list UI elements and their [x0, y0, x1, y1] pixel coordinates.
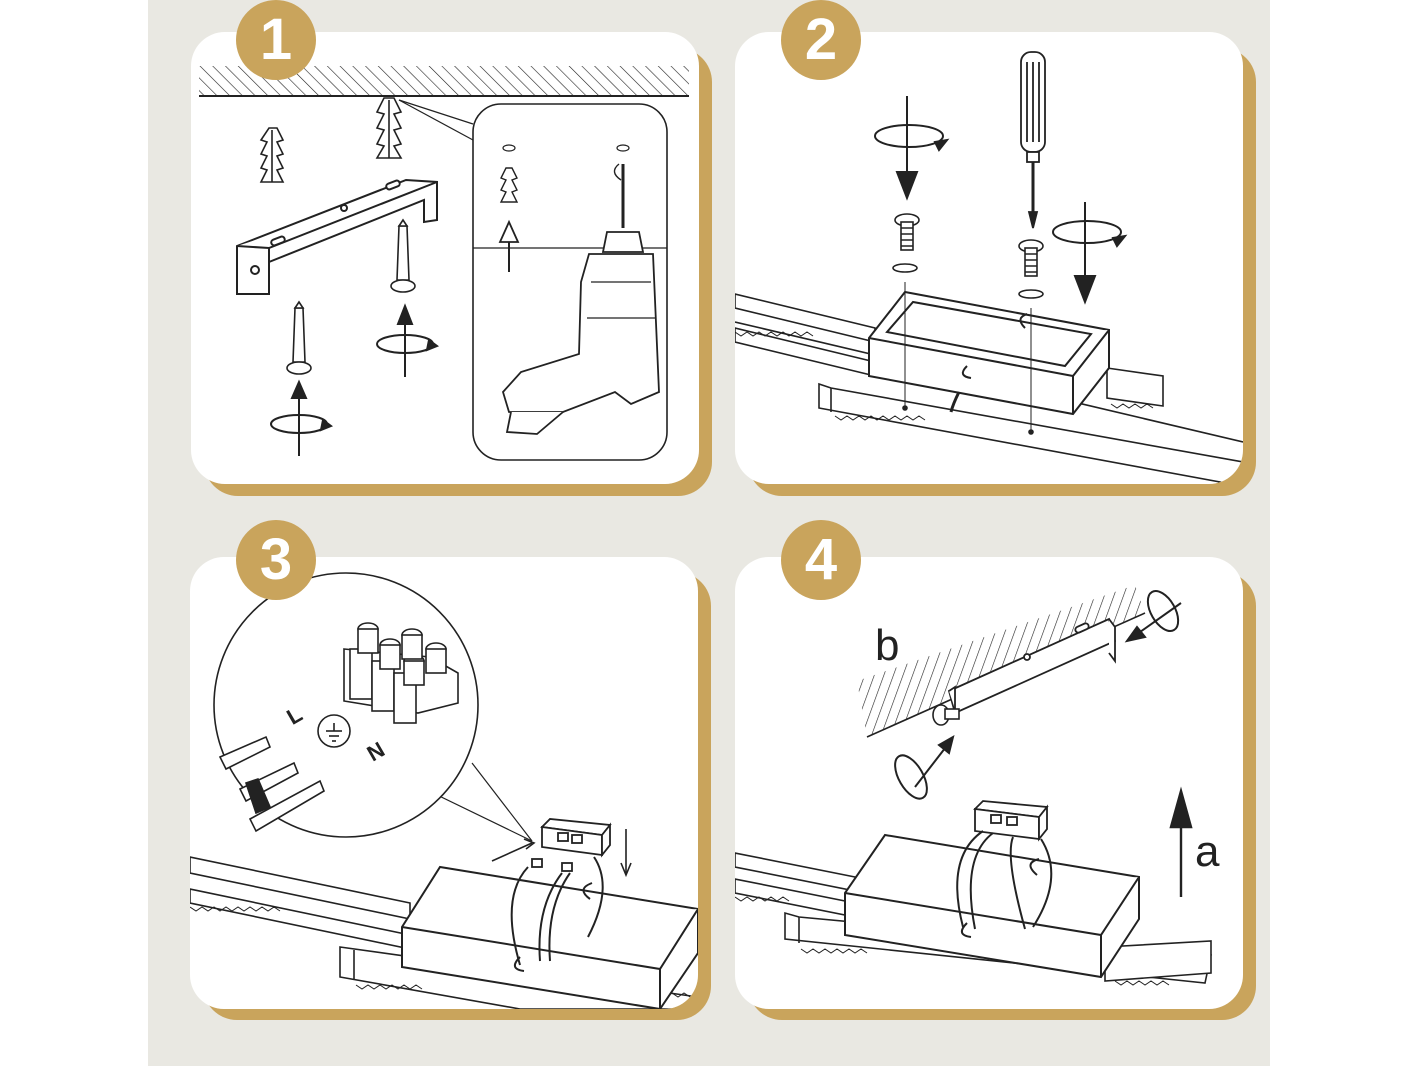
- step-1-illustration: [199, 66, 689, 461]
- track-teeth: [735, 331, 1154, 421]
- step-2-illustration: [735, 51, 1243, 484]
- mounting-bracket: [236, 178, 438, 295]
- callout-line: [398, 99, 474, 125]
- wall-plug-left: [259, 127, 285, 183]
- led-driver: [973, 800, 1049, 842]
- lift-label: a: [1195, 827, 1220, 876]
- screwdriver: [1020, 51, 1046, 229]
- rotation-arrow-icon: [1052, 202, 1128, 305]
- step-4-illustration: [735, 585, 1212, 986]
- rotation-arrow-icon: [376, 303, 440, 377]
- callout-line: [471, 762, 533, 842]
- junction-box: [844, 833, 1140, 979]
- fasten-label: b: [875, 621, 900, 670]
- step-4-panel: b a: [735, 557, 1243, 1009]
- mounting-bracket: [947, 617, 1117, 715]
- direction-arrow-icon: [1169, 786, 1193, 897]
- junction-box: [868, 290, 1110, 416]
- track-teeth: [735, 896, 1170, 986]
- ceiling-hatch: [857, 585, 1145, 737]
- terminal-detail-circle: [213, 572, 479, 838]
- wires: [510, 856, 604, 966]
- step-badge-2: 2: [781, 0, 861, 80]
- wall-plug-right: [375, 97, 403, 159]
- step-2-panel: [735, 32, 1243, 484]
- wires: [956, 830, 1053, 930]
- screw-right: [390, 218, 416, 293]
- step-badge-4: 4: [781, 520, 861, 600]
- rotation-arrow-icon: [894, 734, 955, 800]
- cable: [949, 391, 961, 413]
- drill-detail-inset: [472, 103, 668, 461]
- led-driver: [531, 818, 612, 872]
- rotation-arrow-icon: [874, 96, 950, 201]
- step-1-panel: [191, 32, 699, 484]
- step-badge-3: 3: [236, 520, 316, 600]
- screw-left: [286, 300, 312, 375]
- screw: [932, 704, 960, 726]
- rotation-arrow-icon: [1124, 590, 1182, 643]
- step-3-panel: L N: [190, 557, 698, 1009]
- earth-symbol-icon: [317, 714, 351, 748]
- step-3-illustration: [190, 572, 698, 1009]
- callout-line: [398, 99, 474, 141]
- step-badge-1: 1: [236, 0, 316, 80]
- screw-1: [892, 213, 920, 411]
- screw-2: [1018, 239, 1044, 435]
- rotation-arrow-icon: [270, 379, 334, 456]
